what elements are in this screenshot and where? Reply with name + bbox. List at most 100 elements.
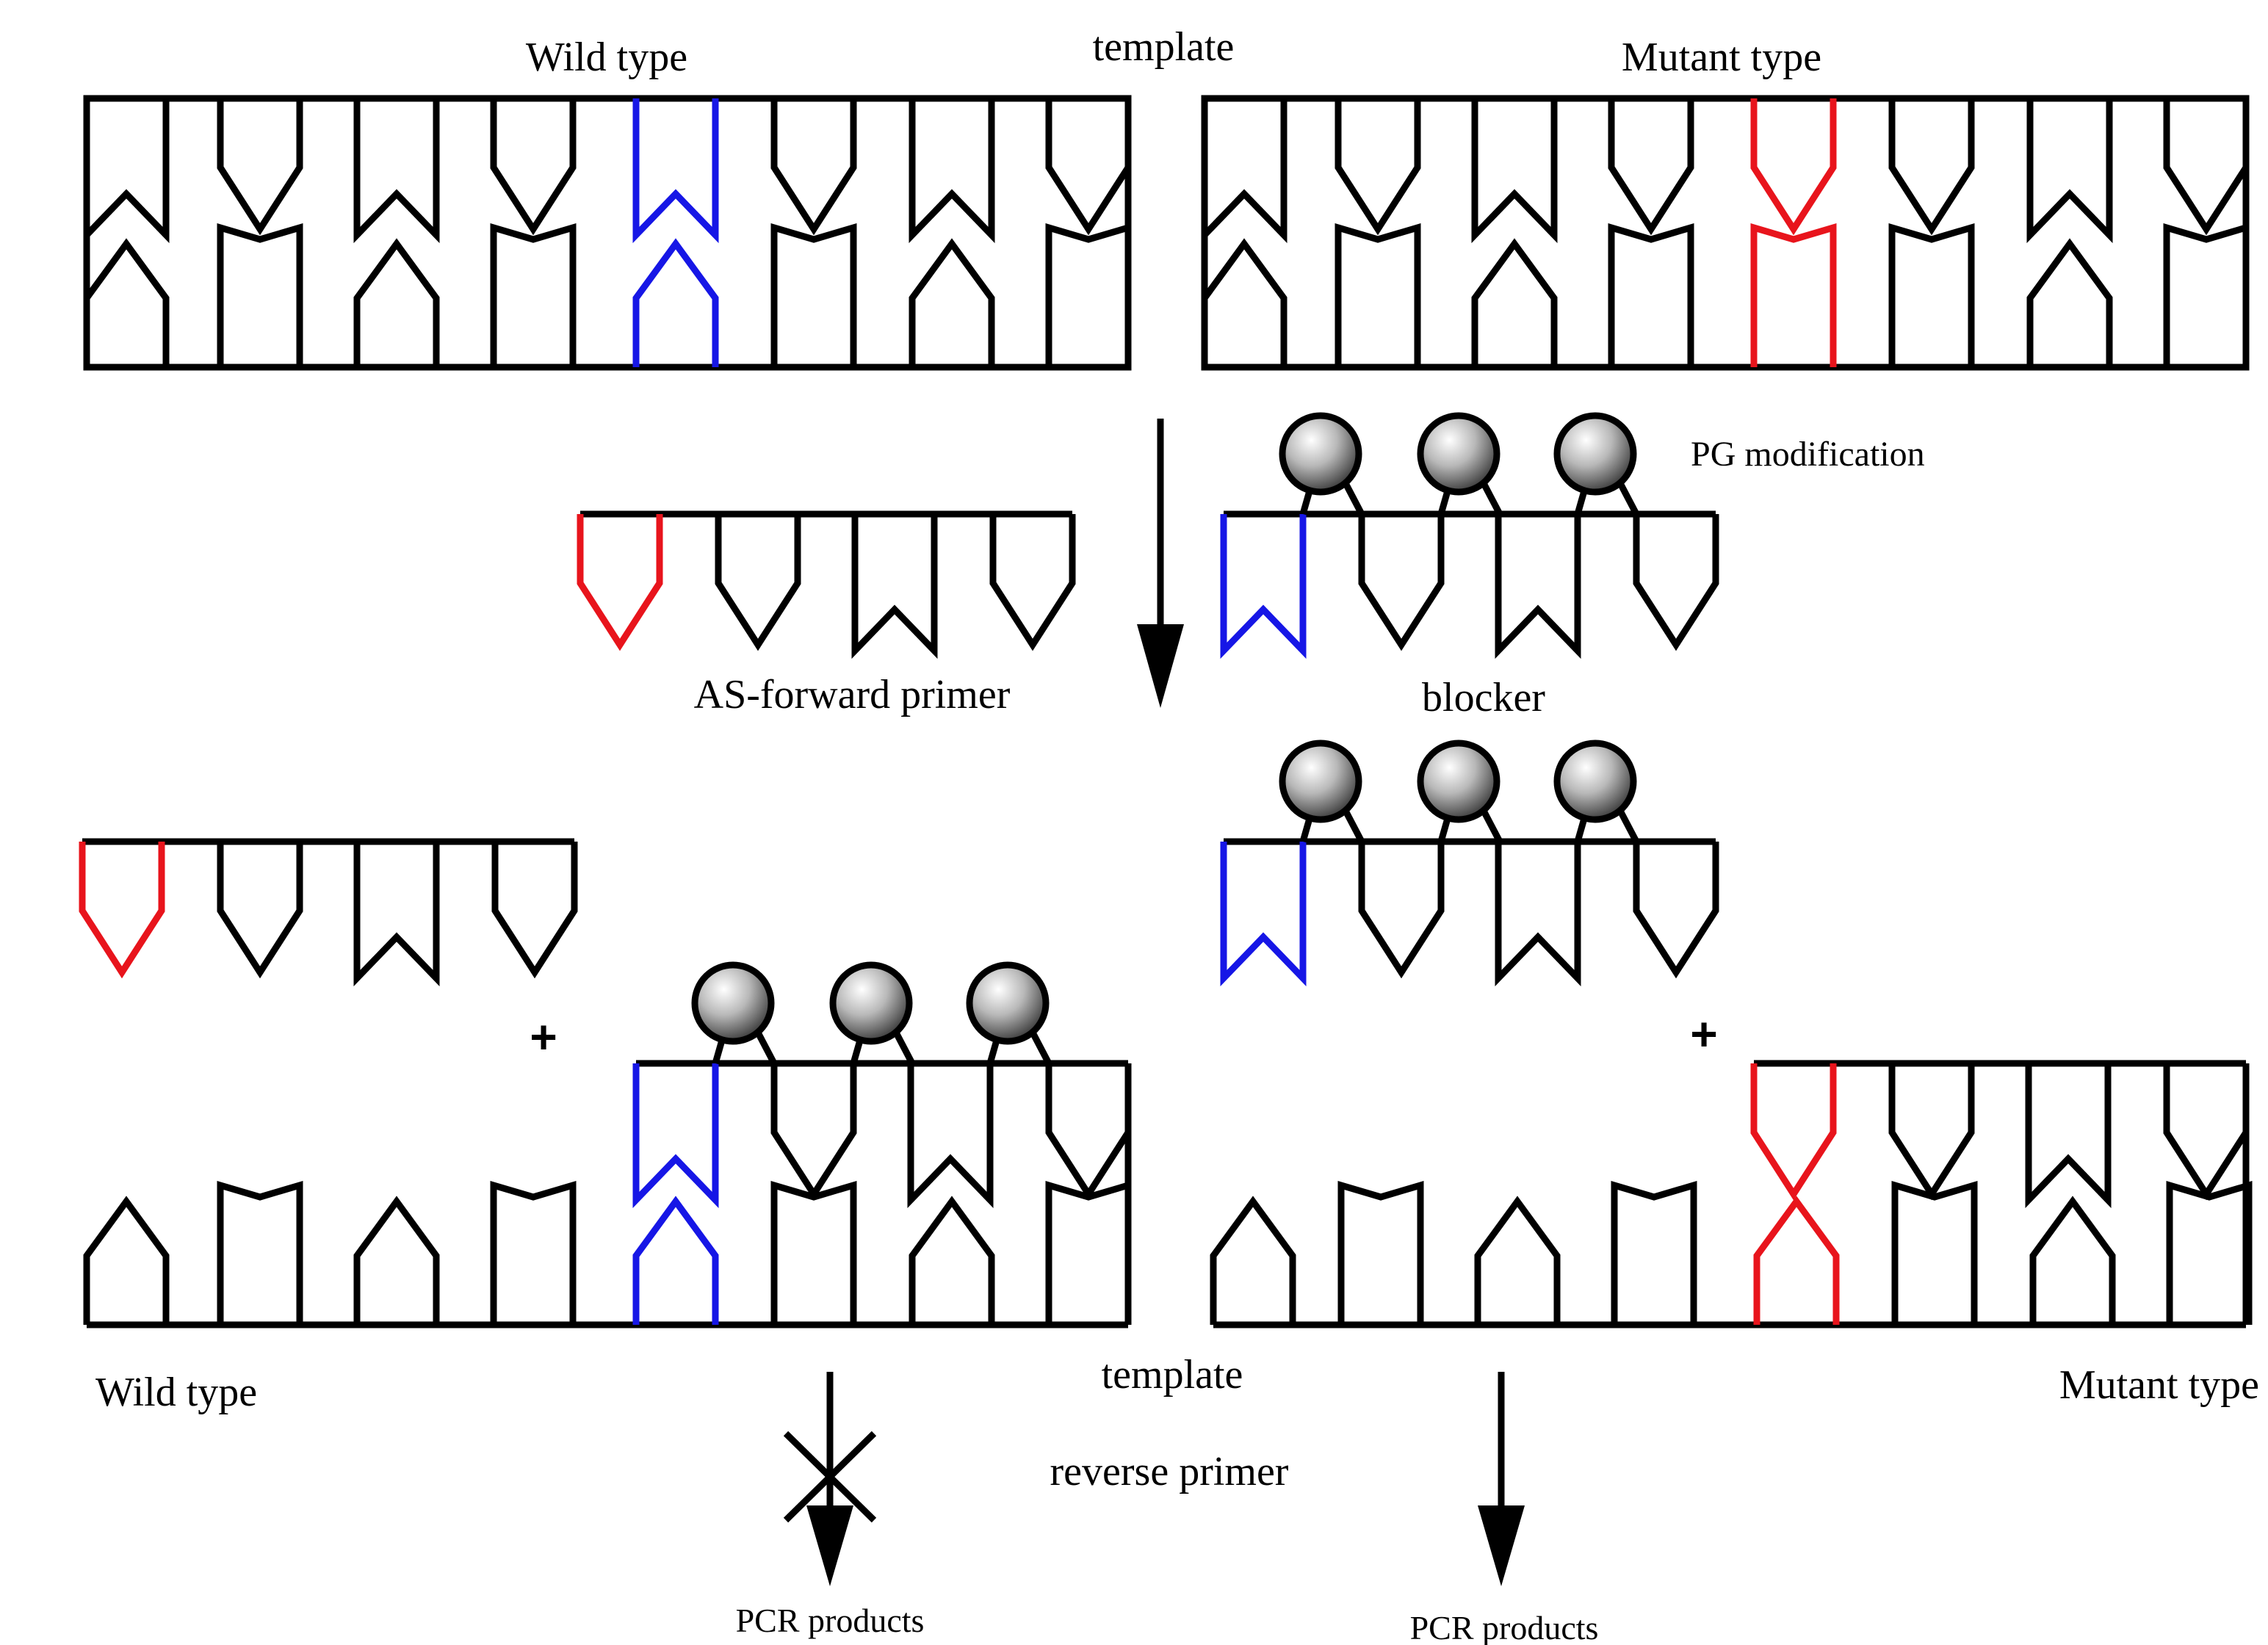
base-lower-m	[2166, 1180, 2253, 1325]
gray-sphere-icon	[1279, 740, 1362, 823]
pcr-products-right-label: PCR products	[1410, 1609, 1599, 1645]
base-lower-m	[1608, 223, 1694, 367]
mutant-top-bases	[1201, 95, 2250, 371]
base-upper-w	[1201, 98, 1288, 244]
base-lower-m	[1891, 1180, 1978, 1325]
blocker-base-v	[1045, 1063, 1132, 1201]
blocker-base-w	[1220, 514, 1307, 659]
primer-base-v	[491, 842, 578, 979]
base-lower-m	[2163, 223, 2250, 367]
base-upper-v	[1045, 98, 1132, 236]
blocker-free-shape	[1220, 740, 1719, 987]
base-upper-v	[217, 98, 303, 236]
blocker-base-w	[907, 1063, 994, 1209]
base-lower-a	[353, 1196, 440, 1325]
primer-base-v	[79, 842, 165, 979]
wild-type-top-label: Wild type	[526, 35, 687, 80]
base-lower-a	[1474, 1196, 1561, 1325]
base-lower-a	[1201, 238, 1288, 367]
primer-base-v	[577, 514, 663, 651]
base-lower-m	[1045, 223, 1132, 367]
pg-link	[1030, 1030, 1052, 1066]
primer-base-v	[2163, 1063, 2250, 1201]
wild-type-bottom-label: Wild type	[95, 1370, 257, 1415]
base-upper-w	[1471, 98, 1558, 244]
pg-link	[1481, 809, 1503, 844]
plus-left: +	[530, 1010, 557, 1063]
crossed-arrow-icon	[783, 1372, 877, 1586]
base-upper-w	[83, 98, 170, 244]
blocker-base-w	[1495, 514, 1581, 659]
base-lower-a	[353, 238, 440, 367]
gray-sphere-icon	[1279, 412, 1362, 496]
base-lower-m	[1335, 223, 1421, 367]
base-lower-a	[1471, 238, 1558, 367]
mutant-type-top-label: Mutant type	[1622, 35, 1821, 80]
gray-sphere-icon	[1417, 412, 1500, 496]
primer-base-v	[217, 842, 303, 979]
base-lower-a	[632, 238, 719, 367]
pcr-products-left-label: PCR products	[736, 1602, 925, 1639]
base-upper-v	[1335, 98, 1421, 236]
pg-link	[893, 1030, 915, 1066]
blocker-base-w	[632, 1063, 719, 1209]
blocker-base-v	[1358, 842, 1445, 979]
down-arrow-icon	[1478, 1372, 1525, 1586]
base-lower-m	[770, 1180, 857, 1325]
base-lower-m	[1750, 223, 1837, 367]
wild-template-bottom	[83, 961, 1132, 1328]
reverse-primer-label: reverse primer	[1050, 1449, 1289, 1494]
blocker-base-w	[1495, 842, 1581, 987]
base-lower-m	[490, 1180, 577, 1325]
base-upper-v	[1888, 98, 1975, 236]
as-forward-primer-label: AS-forward primer	[694, 672, 1011, 717]
base-lower-a	[909, 238, 995, 367]
pg-link	[1343, 809, 1365, 844]
base-lower-m	[1888, 223, 1975, 367]
primer-base-w	[851, 514, 938, 659]
gray-sphere-icon	[1553, 412, 1637, 496]
template-bottom-label: template	[1102, 1352, 1243, 1398]
base-lower-m	[217, 1180, 303, 1325]
mutant-template-bottom	[1210, 1060, 2253, 1328]
gray-sphere-icon	[829, 961, 913, 1045]
mutant-type-bottom-label: Mutant type	[2059, 1362, 2259, 1408]
base-lower-a	[909, 1196, 995, 1325]
base-upper-v	[770, 98, 857, 236]
base-lower-m	[1337, 1180, 1424, 1325]
base-upper-v	[490, 98, 577, 236]
base-upper-w	[353, 98, 440, 244]
base-upper-w	[909, 98, 995, 244]
pg-link	[755, 1030, 777, 1066]
base-lower-a	[2029, 1196, 2116, 1325]
base-upper-v	[2163, 98, 2250, 236]
primer-base-v	[1888, 1063, 1975, 1201]
base-lower-a	[1753, 1196, 1840, 1325]
base-lower-m	[490, 223, 577, 367]
primer-base-v	[989, 514, 1076, 651]
base-lower-a	[2026, 238, 2113, 367]
base-upper-w	[2026, 98, 2113, 244]
gray-sphere-icon	[1553, 740, 1637, 823]
primer-base-v	[1750, 1063, 1837, 1201]
primer-base-v	[715, 514, 801, 651]
plus-right: +	[1690, 1008, 1717, 1060]
gray-sphere-icon	[1417, 740, 1500, 823]
pg-link	[1481, 481, 1503, 516]
down-arrow-icon	[1137, 419, 1184, 708]
base-lower-m	[770, 223, 857, 367]
base-lower-a	[83, 238, 170, 367]
pg-link	[1617, 481, 1639, 516]
base-lower-a	[1210, 1196, 1296, 1325]
blocker-base-v	[1633, 514, 1719, 651]
as-forward-primer-bottom-shape	[79, 838, 578, 987]
pg-link	[1343, 481, 1365, 516]
gray-sphere-icon	[691, 961, 775, 1045]
base-lower-m	[1611, 1180, 1697, 1325]
blocker-base-v	[1358, 514, 1445, 651]
base-upper-v	[1750, 98, 1837, 236]
primer-base-w	[353, 842, 440, 987]
base-upper-w	[632, 98, 719, 244]
blocker-base-w	[1220, 842, 1307, 987]
